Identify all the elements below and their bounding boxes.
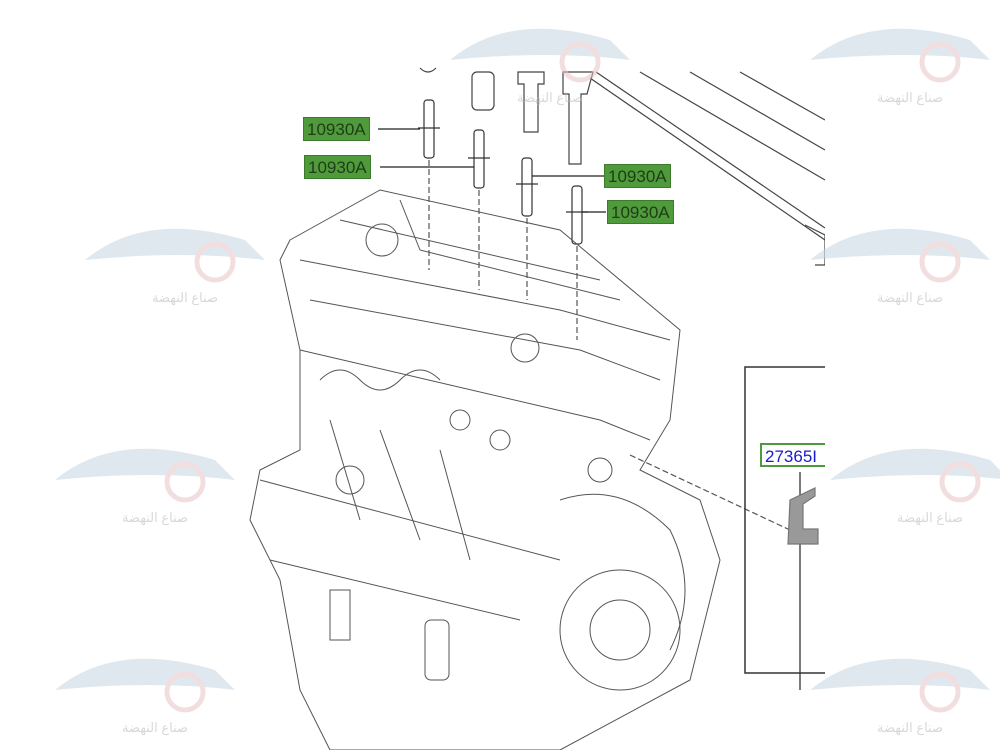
ignition-boots (419, 67, 826, 266)
inset-frame (744, 366, 825, 674)
part-label-spark-plug[interactable]: 10930A (303, 117, 370, 141)
engine-block (249, 189, 721, 750)
leader-lines (378, 128, 801, 690)
center-lines (428, 160, 791, 531)
part-label-spark-plug[interactable]: 10930A (607, 200, 674, 224)
part-label-bracket[interactable]: 27365I (760, 443, 825, 467)
spark-plugs (418, 99, 588, 245)
bracket-part (787, 487, 819, 545)
part-label-spark-plug[interactable]: 10930A (304, 155, 371, 179)
part-label-spark-plug[interactable]: 10930A (604, 164, 671, 188)
